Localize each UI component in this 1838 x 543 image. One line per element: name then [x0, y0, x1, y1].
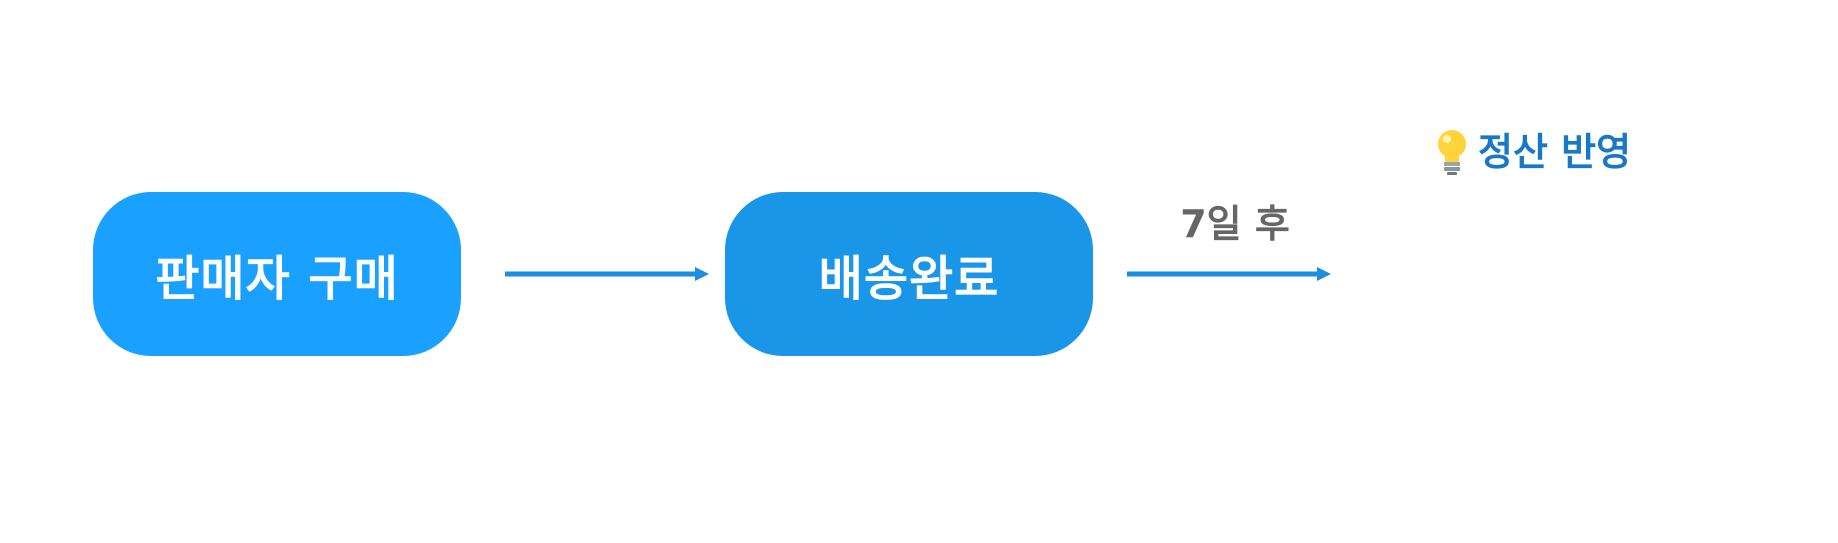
settlement-note: 정산 반영: [1432, 126, 1631, 178]
step-seller-purchase: 판매자 구매: [93, 192, 461, 356]
settlement-note-text: 정산 반영: [1478, 130, 1632, 174]
step-delivery-complete: 배송완료: [725, 192, 1093, 356]
lightbulb-icon: [1438, 130, 1466, 175]
arrow-purchase-to-delivered: [505, 267, 709, 281]
edge-label-seven-days-later: 7일 후: [1180, 202, 1290, 246]
arrow-delivered-to-auto-confirm: [1127, 267, 1331, 281]
